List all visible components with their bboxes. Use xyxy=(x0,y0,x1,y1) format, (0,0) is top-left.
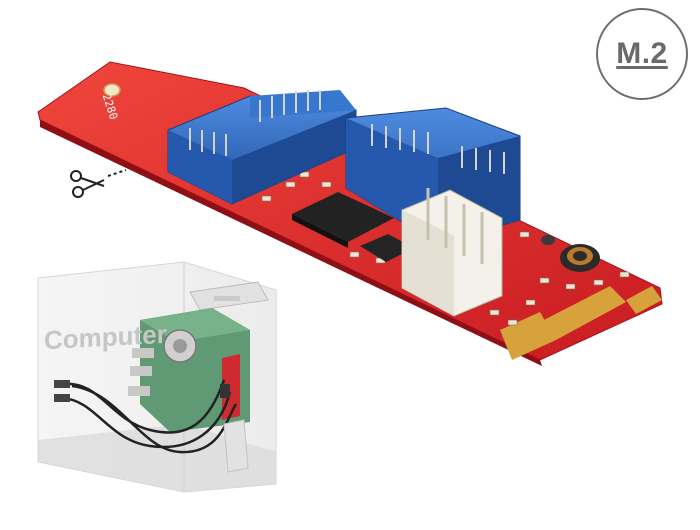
computer-case-inset xyxy=(37,261,277,493)
controller-chip xyxy=(292,192,394,248)
computer-label: Computer xyxy=(44,318,167,356)
m2-badge-label: M.2 xyxy=(616,37,668,70)
inductor xyxy=(560,244,600,272)
mounting-hole xyxy=(103,83,121,97)
usb3-header-left xyxy=(167,90,357,205)
scissors-icon xyxy=(70,169,127,198)
regulator-chip xyxy=(360,234,414,262)
power-socket xyxy=(401,188,503,317)
capacitor xyxy=(541,235,555,245)
smd-components xyxy=(237,171,630,326)
m2-badge: M.2 xyxy=(596,8,688,100)
